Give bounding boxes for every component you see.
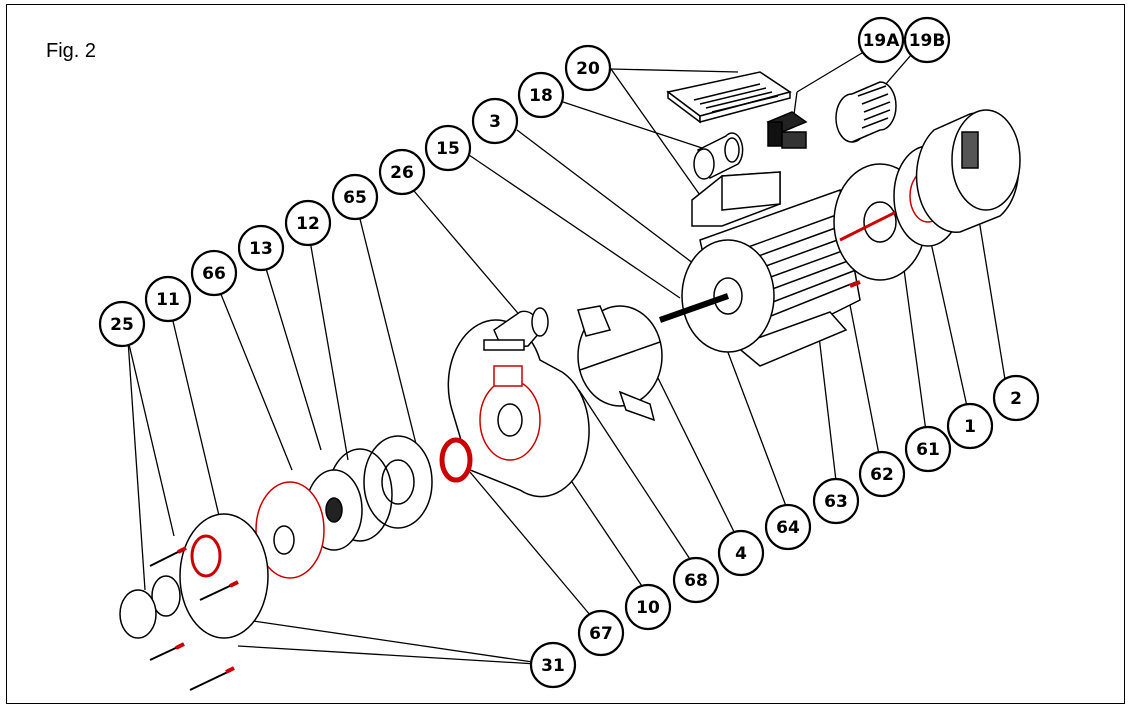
diffuser-part (363, 435, 433, 529)
svg-text:31: 31 (541, 656, 565, 676)
svg-text:68: 68 (684, 571, 708, 591)
callout-13: 13 (237, 224, 285, 272)
svg-text:15: 15 (436, 139, 460, 159)
svg-text:19A: 19A (863, 31, 901, 51)
callout-4: 4 (717, 529, 765, 577)
svg-text:18: 18 (529, 86, 553, 106)
callout-63: 63 (812, 477, 860, 525)
parts (119, 71, 1021, 691)
callout-19a: 19A (857, 16, 905, 64)
svg-text:63: 63 (824, 492, 848, 512)
svg-text:3: 3 (489, 112, 501, 132)
capacitor-18-part (693, 132, 744, 180)
wear-plate-part (255, 481, 325, 579)
callout-64: 64 (764, 503, 812, 551)
svg-text:13: 13 (249, 239, 273, 259)
callout-68: 68 (672, 556, 720, 604)
callout-25: 25 (98, 300, 146, 348)
svg-text:20: 20 (576, 59, 600, 79)
callout-3: 3 (471, 97, 519, 145)
callout-18: 18 (517, 71, 565, 119)
bracket-part (577, 305, 663, 422)
bolts-part (149, 546, 239, 691)
elbow-part (483, 307, 549, 351)
callout-62: 62 (858, 450, 906, 498)
terminal-cover-part (666, 71, 792, 124)
figure-frame (6, 4, 1125, 704)
callout-15: 15 (424, 124, 472, 172)
svg-text:2: 2 (1010, 389, 1022, 409)
callout-66: 66 (190, 249, 238, 297)
callout-61: 61 (904, 425, 952, 473)
svg-text:11: 11 (156, 290, 180, 310)
switch-part (766, 111, 808, 149)
svg-text:1: 1 (964, 417, 976, 437)
callout-10: 10 (624, 583, 672, 631)
callout-65: 65 (331, 173, 379, 221)
svg-text:65: 65 (343, 188, 367, 208)
svg-text:4: 4 (735, 544, 747, 564)
callout-12: 12 (284, 199, 332, 247)
figure-label: Fig. 2 (46, 40, 97, 62)
svg-text:10: 10 (636, 598, 660, 618)
leader-lines (127, 46, 1009, 666)
svg-text:25: 25 (110, 315, 134, 335)
pump-cover-part (179, 513, 269, 639)
svg-text:61: 61 (916, 440, 940, 460)
callout-2: 2 (992, 374, 1040, 422)
callout-19b: 19B (903, 16, 951, 64)
svg-text:19B: 19B (909, 31, 946, 51)
callout-31: 31 (529, 641, 577, 689)
svg-text:62: 62 (870, 465, 894, 485)
callout-67: 67 (577, 609, 625, 657)
svg-text:66: 66 (202, 264, 226, 284)
fan-cover-part (915, 109, 1021, 233)
callout-11: 11 (144, 275, 192, 323)
seal-ring-part (439, 437, 473, 483)
motor-body-part (659, 171, 861, 367)
inlet-fitting-part (119, 575, 181, 639)
svg-text:12: 12 (296, 214, 320, 234)
capacitor-part (835, 81, 897, 143)
pump-body-part (447, 319, 590, 498)
callout-1: 1 (946, 402, 994, 450)
callout-26: 26 (378, 148, 426, 196)
callout-20: 20 (564, 44, 612, 92)
svg-text:67: 67 (589, 624, 613, 644)
svg-text:26: 26 (390, 163, 414, 183)
svg-text:64: 64 (776, 518, 800, 538)
callouts: 20 19A 19B 18 3 15 26 65 (98, 16, 1040, 689)
